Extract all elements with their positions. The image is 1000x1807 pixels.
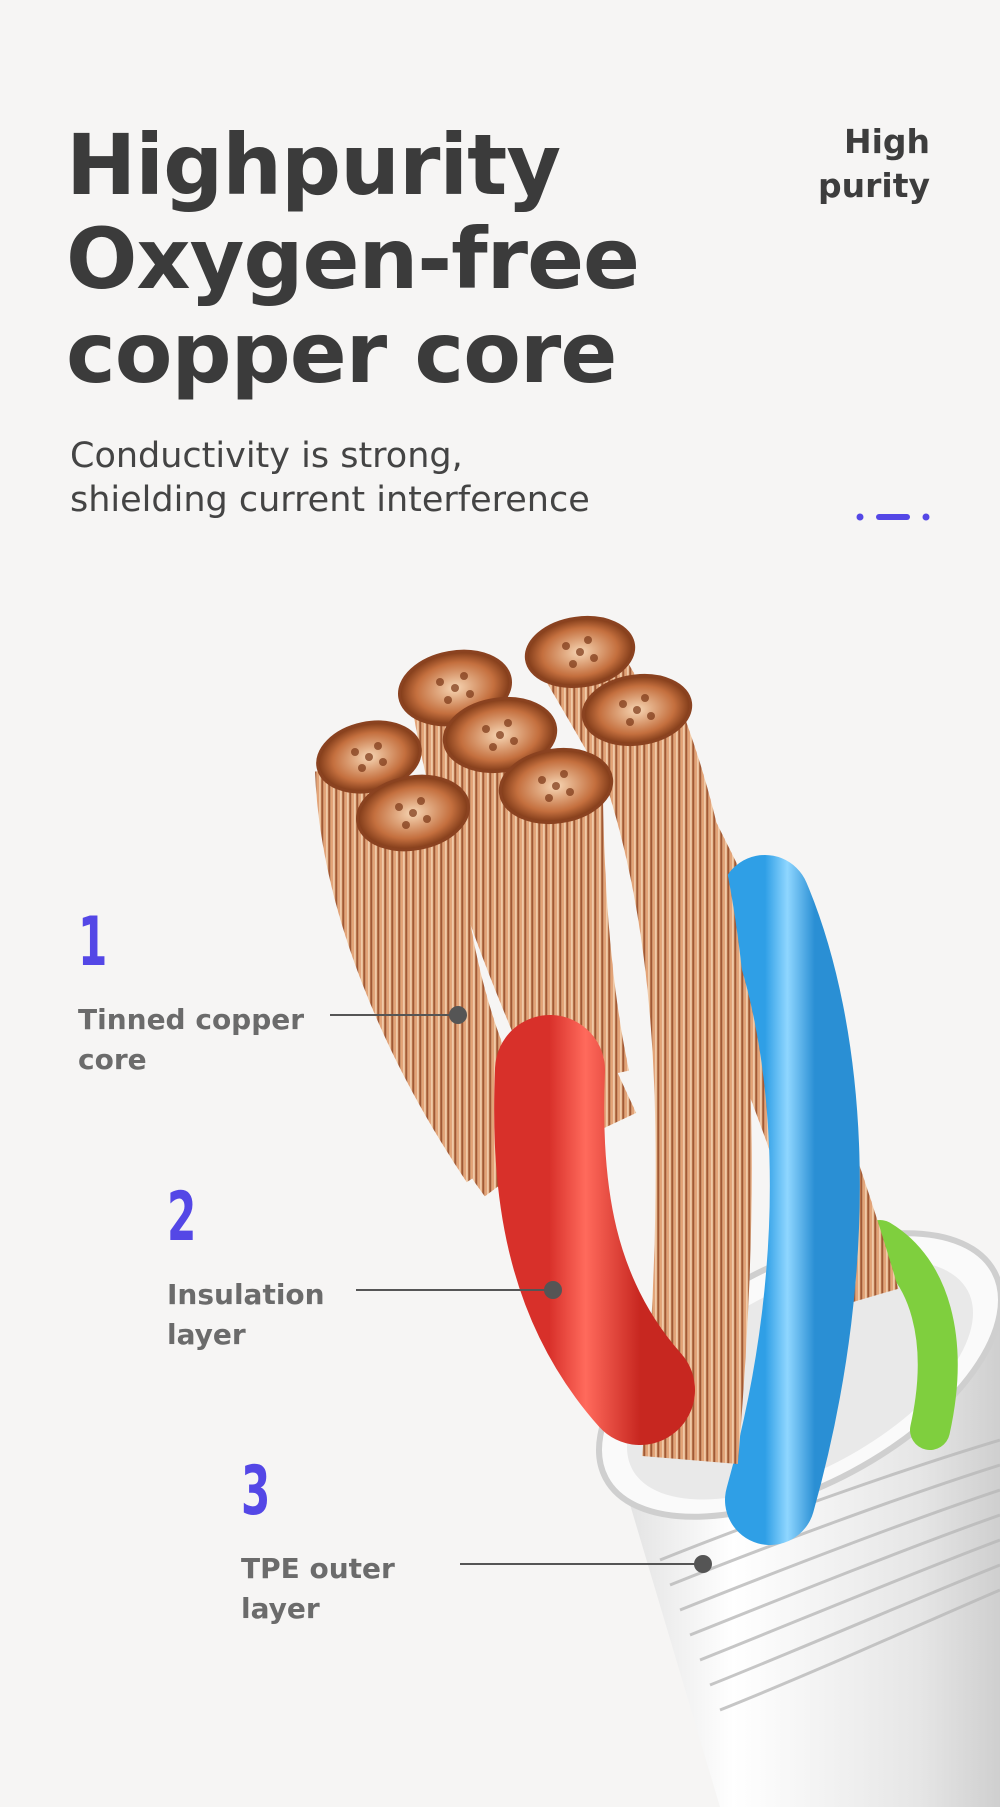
indicator-dot	[922, 513, 930, 521]
headline: Highpurity Oxygen-free copper core	[66, 116, 640, 402]
leader-dot-2	[544, 1281, 562, 1299]
indicator-dot	[856, 513, 864, 521]
callout-label-line: TPE outer	[241, 1552, 395, 1585]
callout-label: TPE outer layer	[241, 1549, 395, 1629]
leader-dot-3	[694, 1555, 712, 1573]
badge-line: High	[843, 122, 930, 161]
red-insulation	[494, 1015, 695, 1445]
callout-label-line: layer	[167, 1318, 246, 1351]
callout-label: Tinned copper core	[78, 1000, 304, 1080]
callout-label-line: layer	[241, 1592, 320, 1625]
callout-leaders	[330, 1006, 712, 1573]
subheadline: Conductivity is strong, shielding curren…	[70, 434, 590, 522]
headline-line: Highpurity	[66, 116, 561, 214]
badge-line: purity	[818, 166, 930, 205]
callout-label-line: core	[78, 1043, 147, 1076]
page-indicator	[856, 513, 930, 521]
callout-label: Insulation layer	[167, 1275, 325, 1355]
headline-line: copper core	[66, 304, 617, 402]
callout-insulation-layer: 2 Insulation layer	[167, 1183, 325, 1355]
callout-number: 3	[241, 1452, 271, 1531]
subheadline-line: shielding current interference	[70, 480, 590, 520]
green-insulation	[860, 1220, 958, 1450]
indicator-active	[876, 514, 910, 520]
blue-insulation	[720, 855, 860, 1545]
callout-tpe-outer-layer: 3 TPE outer layer	[241, 1457, 395, 1629]
callout-label-line: Tinned copper	[78, 1003, 305, 1036]
subheadline-line: Conductivity is strong,	[70, 436, 463, 476]
callout-number: 1	[78, 903, 108, 982]
callout-number: 2	[167, 1178, 197, 1257]
leader-dot-1	[449, 1006, 467, 1024]
callout-tinned-copper-core: 1 Tinned copper core	[78, 908, 304, 1080]
purity-badge: High purity	[818, 120, 930, 208]
callout-label-line: Insulation	[167, 1278, 325, 1311]
headline-line: Oxygen-free	[66, 210, 640, 308]
strand-ends	[316, 616, 693, 852]
